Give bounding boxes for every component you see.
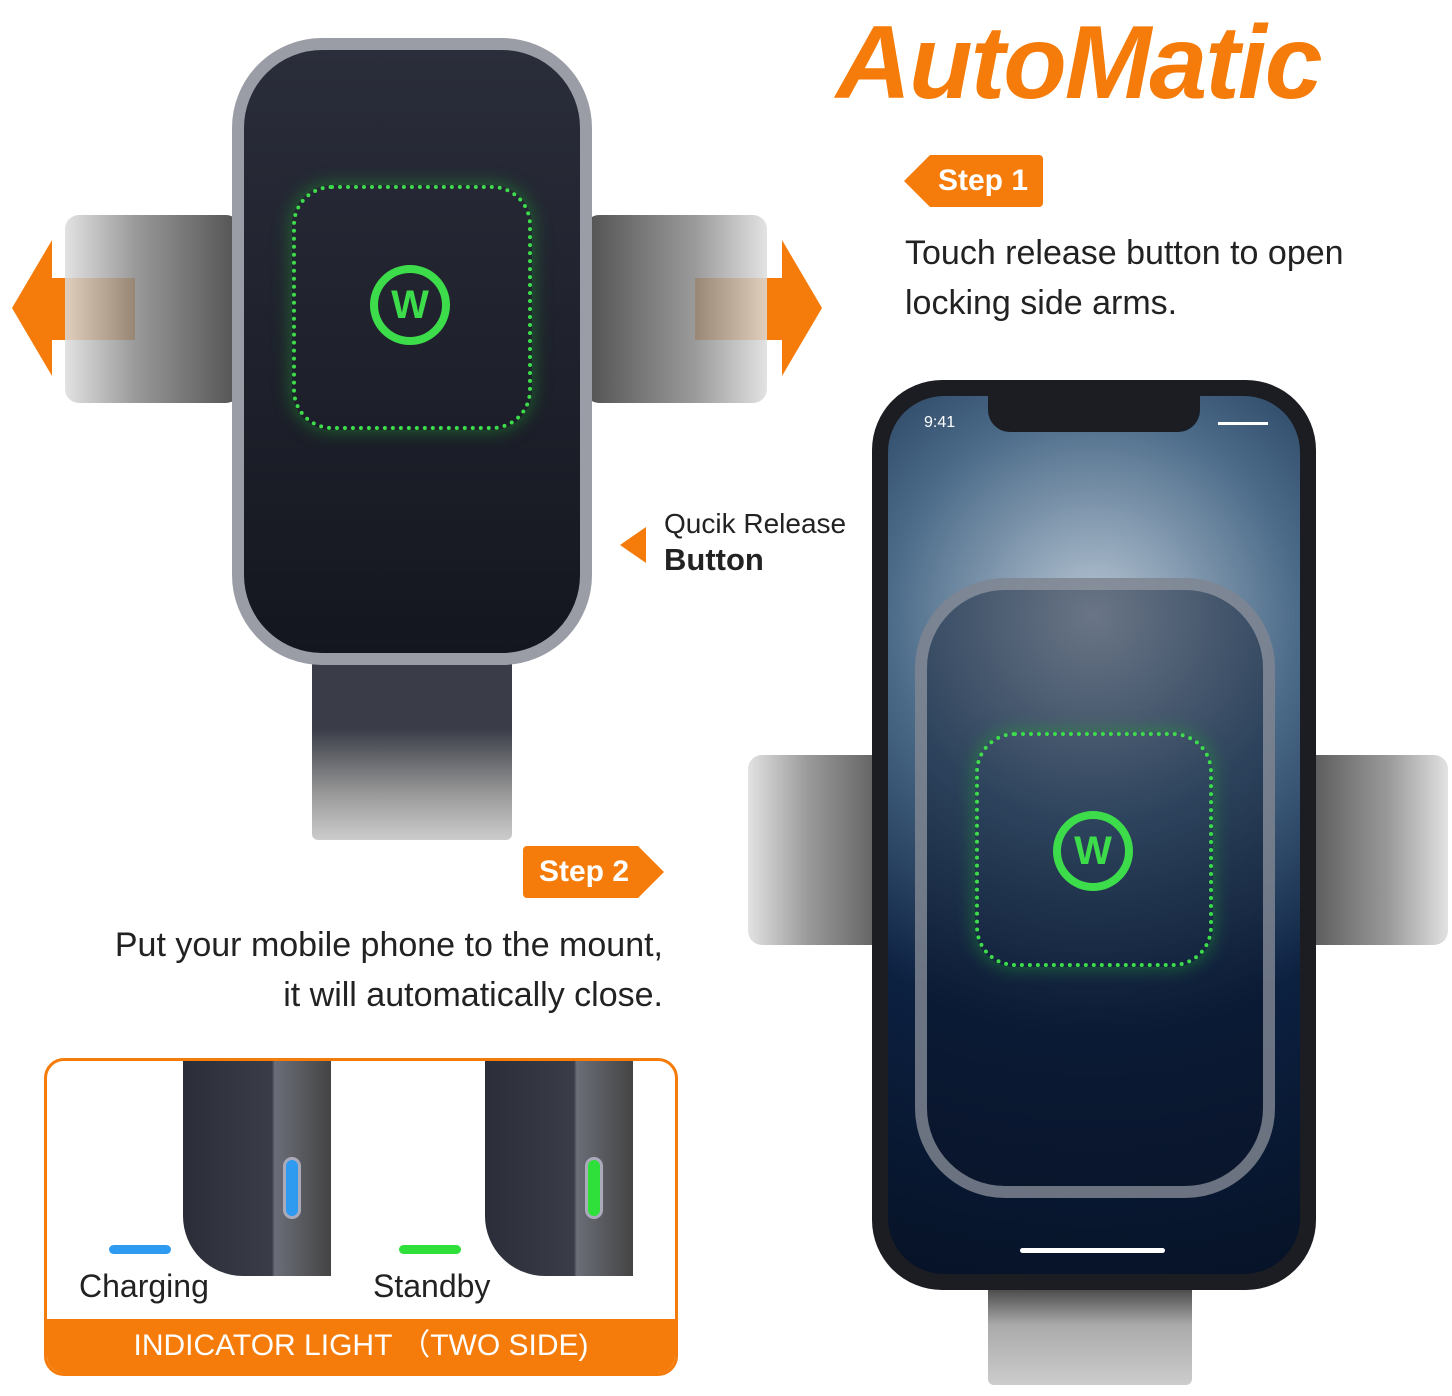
brand-logo-icon: W	[370, 265, 450, 345]
mount-open-illustration: W	[0, 0, 840, 850]
status-icons	[1218, 422, 1268, 430]
indicator-banner: INDICATOR LIGHT （TWO SIDE)	[47, 1319, 675, 1373]
mount-body	[232, 38, 592, 665]
quick-release-label: Qucik Release Button	[664, 506, 846, 578]
mount-stem	[312, 655, 512, 840]
left-arrow-icon	[12, 240, 52, 376]
charging-color-swatch	[109, 1245, 171, 1254]
step1-badge: Step 1	[904, 155, 1043, 207]
right-arm	[585, 215, 767, 403]
step1-text: Touch release button to open locking sid…	[905, 228, 1344, 328]
quick-release-pointer-icon	[620, 527, 646, 563]
indicator-light-panel: Charging Standby INDICATOR LIGHT （TWO SI…	[44, 1058, 678, 1376]
phone-time: 9:41	[924, 414, 956, 431]
step2-text: Put your mobile phone to the mount, it w…	[115, 920, 663, 1020]
step2-line2: it will automatically close.	[283, 976, 663, 1014]
standby-led	[585, 1157, 603, 1219]
device-side-charging	[183, 1061, 331, 1276]
brand-logo-icon: W	[1053, 811, 1133, 891]
right-arrow-icon	[782, 240, 822, 376]
standby-label: Standby	[373, 1268, 491, 1304]
step1-line1: Touch release button to open	[905, 234, 1344, 272]
phone-in-mount-illustration: 9:41 W	[740, 375, 1452, 1390]
device-side-standby	[485, 1061, 633, 1276]
standby-color-swatch	[399, 1245, 461, 1254]
step2-badge: Step 2	[523, 846, 664, 898]
charging-pad	[292, 185, 532, 430]
charging-led	[283, 1157, 301, 1219]
quick-release-line2: Button	[664, 542, 764, 577]
charging-pad	[975, 732, 1213, 967]
step2-line1: Put your mobile phone to the mount,	[114, 926, 663, 964]
quick-release-line1: Qucik Release	[664, 508, 847, 539]
home-indicator	[1020, 1248, 1165, 1253]
charging-label: Charging	[79, 1268, 209, 1304]
page-title: AutoMatic	[836, 5, 1323, 121]
step1-line2: locking side arms.	[905, 284, 1178, 322]
right-arm	[1300, 755, 1448, 945]
phone-notch	[988, 396, 1200, 432]
left-arm	[65, 215, 240, 403]
